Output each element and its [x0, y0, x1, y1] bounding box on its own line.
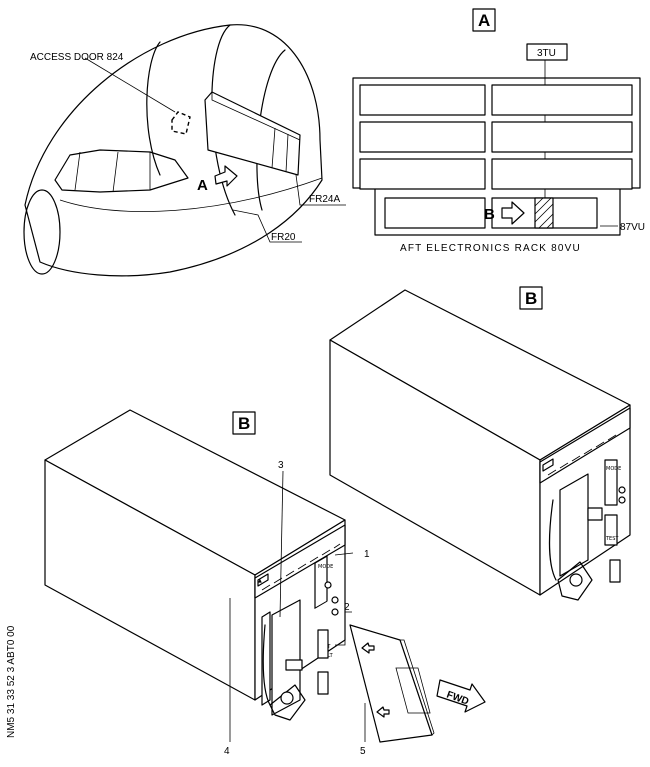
document-reference: NM5 31 33 52 3 ABT0 00: [6, 625, 17, 738]
view-b-box-right: [519, 286, 543, 310]
callout-2: 2: [344, 602, 350, 613]
svg-text:▲: ▲: [258, 578, 262, 584]
panel-text-mode-right: MODE: [606, 466, 621, 472]
view-b-installed-drawing: B MODE TEST: [329, 286, 631, 601]
rack-label: AFT ELECTRONICS RACK 80VU: [400, 243, 581, 254]
view-b-box-left: [232, 411, 256, 435]
callout-5: 5: [360, 746, 366, 757]
view-b-removal-drawing: B ▲ MODE TEST FAULT 3 1 2 4: [44, 409, 486, 757]
view-a-label: A: [478, 11, 490, 30]
frame-label-fr24a: FR24A: [309, 194, 340, 205]
view-a-box: [472, 8, 496, 32]
callout-3: 3: [278, 460, 284, 471]
panel-text-test-right: TEST: [605, 536, 619, 542]
removed-module: [349, 624, 433, 743]
view-a-rack-diagram: A 3TU B 87VU AFT ELECTRONICS RACK 80VU: [352, 8, 645, 254]
panel-text-mode: MODE: [318, 564, 333, 570]
fwd-arrow: [436, 679, 486, 713]
view-arrow-a-label: A: [197, 177, 208, 194]
unit-3tu-label: 3TU: [537, 48, 556, 59]
unit-3tu-tag: [526, 43, 568, 61]
view-arrow-b-label: B: [484, 206, 495, 223]
shelf-label: 87VU: [620, 222, 645, 233]
view-b-label-right: B: [525, 289, 537, 308]
view-b-label-left: B: [238, 414, 250, 433]
callout-1: 1: [364, 549, 370, 560]
access-door-label: ACCESS DOOR 824: [30, 52, 124, 63]
frame-label-fr20: FR20: [271, 232, 296, 243]
callout-4: 4: [224, 746, 230, 757]
aircraft-nose-section: ACCESS DOOR 824 A FR24A FR20: [23, 24, 346, 277]
